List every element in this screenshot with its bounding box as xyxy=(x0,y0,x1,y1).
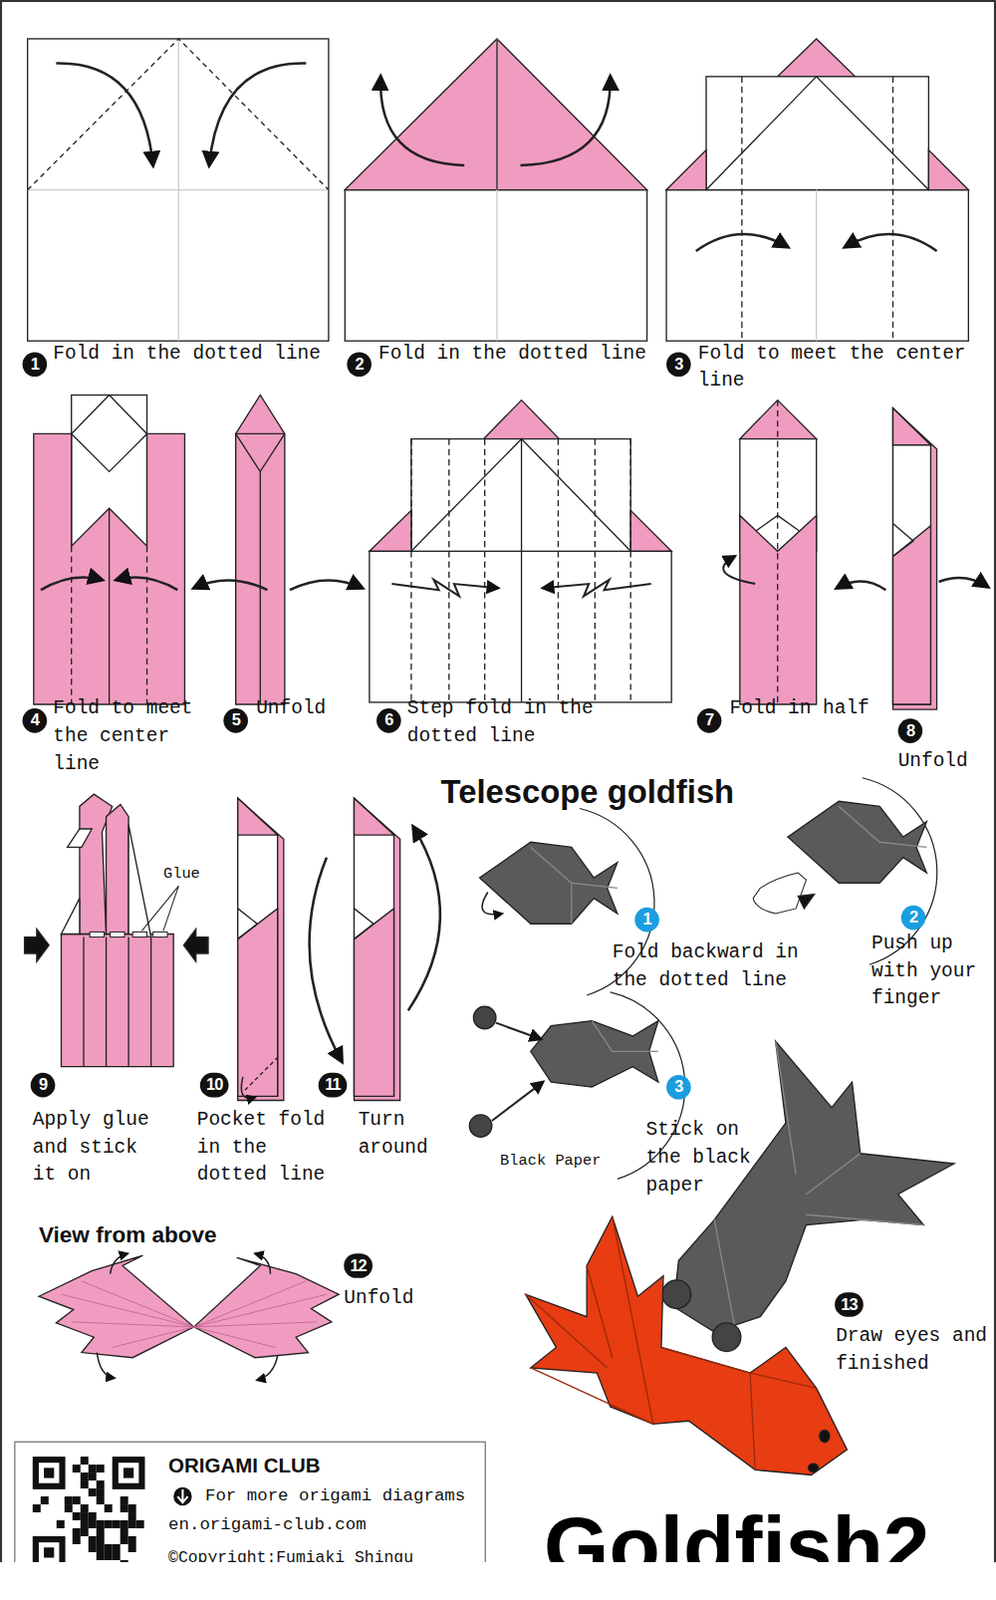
step-number: 13 xyxy=(834,1291,864,1317)
section-title: Telescope goldfish xyxy=(441,773,736,811)
step-text: Fold in half xyxy=(730,695,894,724)
step-number: 10 xyxy=(200,1072,230,1098)
step-number: 2 xyxy=(346,351,372,377)
footer-text: ORIGAMI CLUB xyxy=(168,1454,321,1478)
view-title: View from above xyxy=(38,1221,218,1248)
step-number: 4 xyxy=(22,708,48,734)
footer-text: ©Copyright:Fumiaki Shingu xyxy=(168,1545,414,1562)
footer-text: For more origami diagrams xyxy=(205,1485,466,1508)
step-text: Unfold xyxy=(255,695,358,724)
substep-number: 1 xyxy=(634,907,660,933)
step-number: 12 xyxy=(343,1252,373,1278)
step-text: Apply glue and stick it on xyxy=(32,1106,161,1190)
substep-number: 3 xyxy=(666,1074,692,1100)
part-label: Black Paper xyxy=(499,1152,601,1171)
step-text: Fold to meet the center line xyxy=(698,339,985,395)
footer-text: en.origami-club.com xyxy=(168,1512,367,1536)
step-text: Unfold xyxy=(343,1284,446,1313)
step-text: Fold in the dotted line xyxy=(52,339,339,368)
step-text: Fold in the dotted line xyxy=(378,339,665,368)
substep-number: 2 xyxy=(901,905,927,931)
step-number: 1 xyxy=(22,351,48,377)
step-text: Stick on the black paper xyxy=(646,1116,759,1200)
step-text: Push up with your finger xyxy=(871,929,985,1012)
step-number: 9 xyxy=(30,1072,56,1098)
step-text: Step fold in the dotted line xyxy=(407,695,612,750)
step-text: Fold backward in the dotted line xyxy=(612,939,837,995)
step-number: 5 xyxy=(223,708,249,734)
step-text: Turn around xyxy=(358,1106,431,1162)
diagram-title: Goldfish2 xyxy=(543,1499,930,1562)
step-number: 6 xyxy=(376,708,402,734)
step-text: Fold to meet the center line xyxy=(52,695,217,778)
glue-label: Glue xyxy=(163,865,201,884)
step-text: Pocket fold in the dotted line xyxy=(197,1106,340,1190)
step-text: Unfold xyxy=(898,747,991,776)
step-number: 8 xyxy=(898,718,924,744)
footer-box: ORIGAMI CLUB For more origami diagrams en.… xyxy=(13,1441,486,1562)
step-number: 3 xyxy=(666,351,692,377)
step-number: 7 xyxy=(697,708,723,734)
step-number: 11 xyxy=(318,1072,348,1098)
step-text: Draw eyes and finished xyxy=(835,1322,990,1378)
